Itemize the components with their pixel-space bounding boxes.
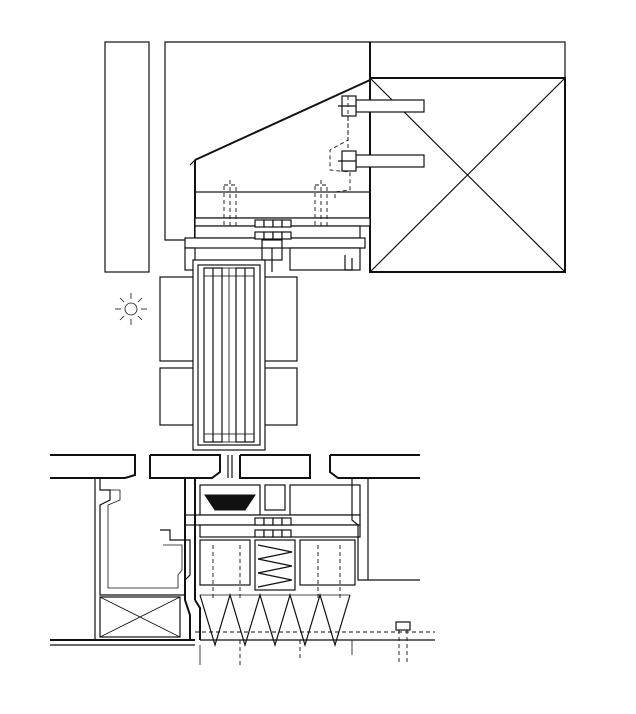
bottom-gaskets bbox=[254, 517, 292, 538]
floor-line bbox=[50, 631, 435, 646]
lower-dashed-lines bbox=[199, 640, 353, 665]
top-gaskets bbox=[254, 219, 292, 240]
sill-slab bbox=[50, 454, 420, 479]
anchor-bolts bbox=[329, 95, 425, 200]
floor-anchor bbox=[395, 621, 411, 665]
lower-left-block bbox=[99, 596, 181, 638]
top-frame-profile bbox=[184, 219, 366, 272]
right-interior-wall bbox=[351, 478, 420, 581]
insulation-layer bbox=[199, 592, 351, 648]
glazing-unit bbox=[192, 259, 266, 451]
header-timber-block bbox=[164, 41, 371, 241]
left-wall bbox=[104, 41, 150, 273]
bottom-frame-profile bbox=[184, 484, 361, 598]
left-subframe bbox=[94, 478, 201, 640]
sun-icon bbox=[115, 293, 147, 325]
